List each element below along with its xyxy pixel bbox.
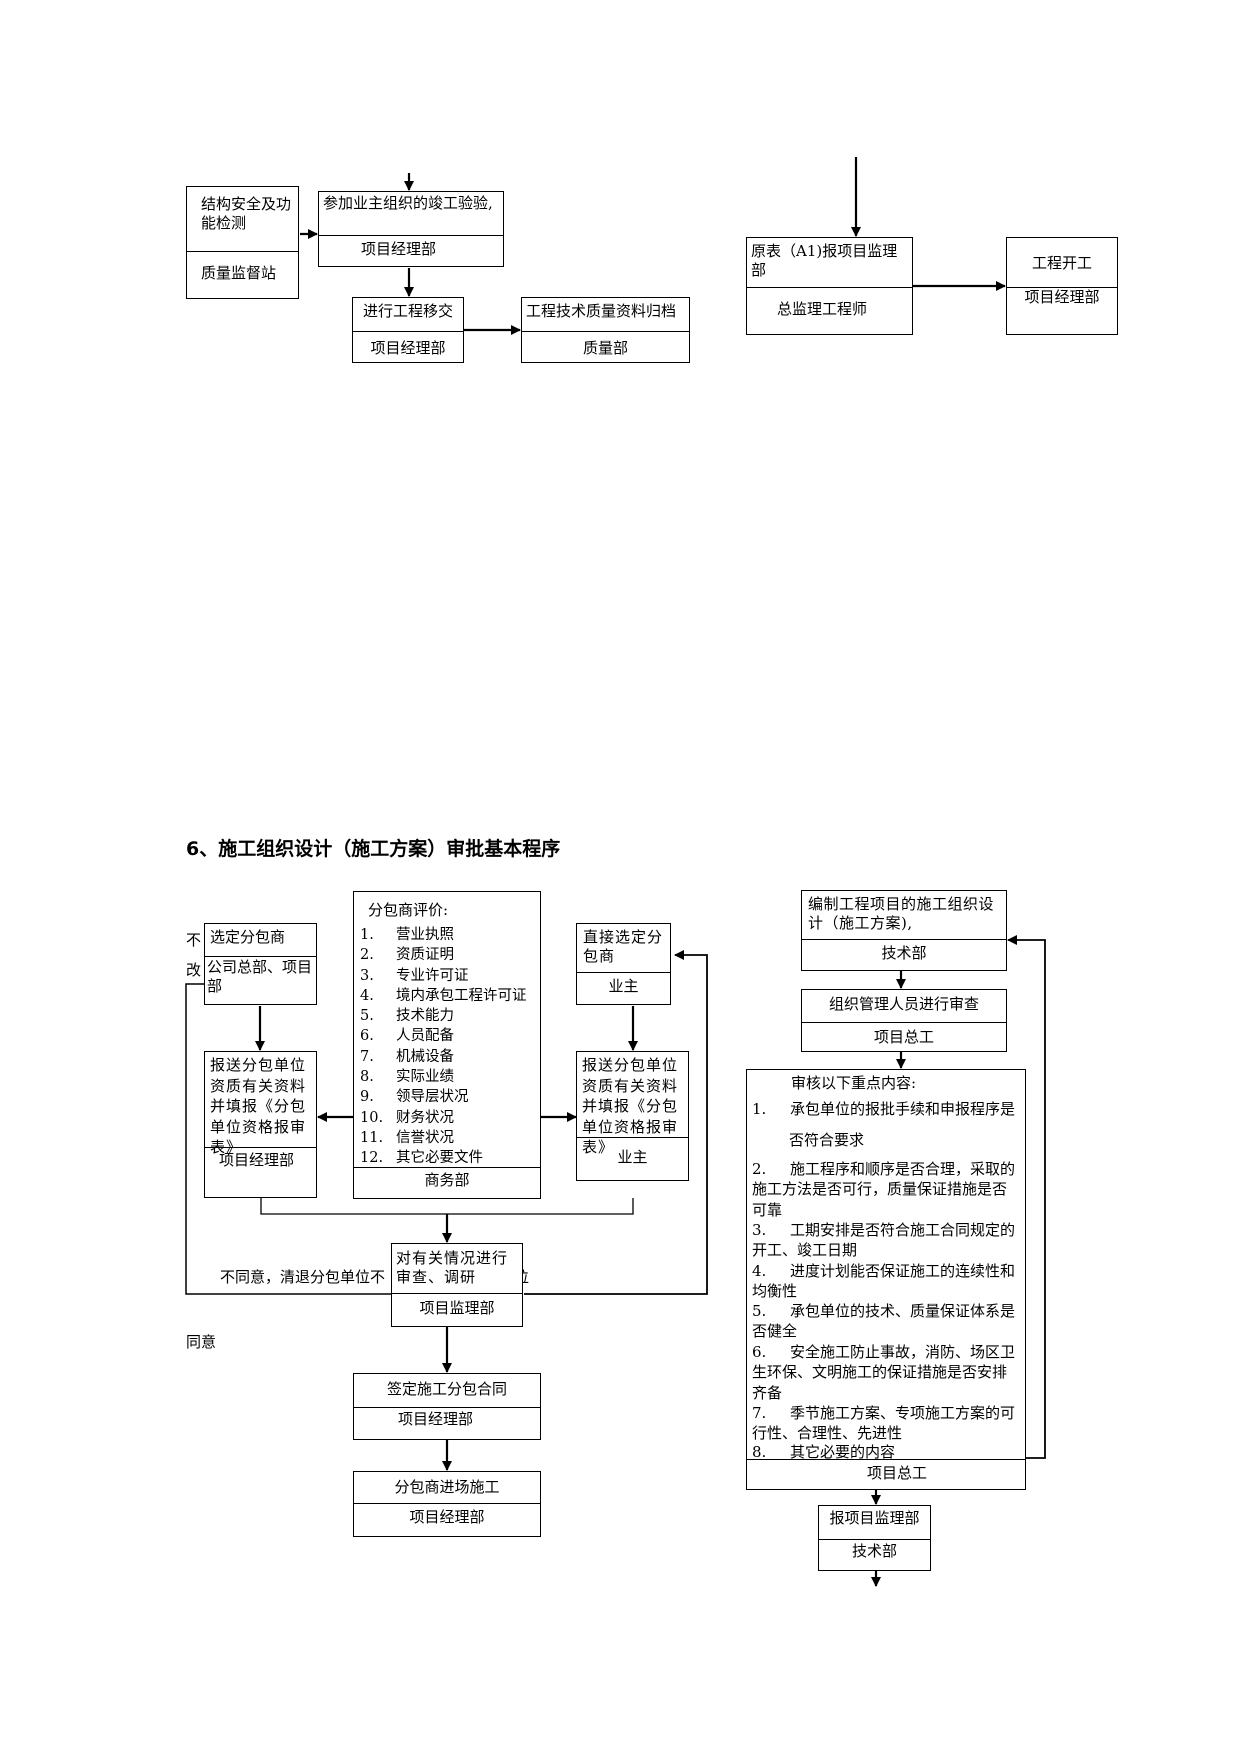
submit-left-dept: 项目经理部	[219, 1151, 295, 1169]
start-dept: 项目经理部	[1024, 288, 1100, 306]
list-item: 5.技术能力	[360, 1008, 454, 1025]
archive-dept: 质量部	[582, 339, 628, 357]
submit-right-title: 报送分包单位资质有关资料并填报《分包单位资格报审表》	[582, 1056, 679, 1156]
list-item: 9.领导层状况	[360, 1089, 469, 1106]
point-5: 5.承包单位的技术、质量保证体系是否健全	[752, 1302, 1016, 1341]
direct-sub-title: 直接选定分包商	[583, 928, 664, 965]
prepare-title: 编制工程项目的施工组织设计（施工方案),	[808, 895, 995, 932]
organize-box: 组织管理人员进行审查 项目总工	[801, 989, 1007, 1052]
report-a1-title: 原表（A1)报项目监理部	[751, 242, 898, 279]
organize-title: 组织管理人员进行审查	[828, 995, 979, 1013]
review-box: 对有关情况进行审查、调研 项目监理部	[391, 1243, 523, 1327]
handover-title: 进行工程移交	[363, 302, 454, 320]
select-sub-dept: 公司总部、项目部	[207, 958, 313, 995]
submit-left-title: 报送分包单位资质有关资料并填报《分包单位资格报审表》	[210, 1056, 307, 1156]
handover-dept: 项目经理部	[370, 339, 446, 357]
review-title: 对有关情况进行审查、调研	[396, 1249, 509, 1286]
prepare-box: 编制工程项目的施工组织设计（施工方案), 技术部	[801, 890, 1007, 971]
list-item: 7.机械设备	[360, 1048, 454, 1065]
report-supervision-box: 报项目监理部 技术部	[818, 1505, 931, 1571]
reject-note: 不同意，清退分包单位不	[220, 1268, 386, 1286]
side-note-2: 改	[186, 961, 202, 979]
feedback-line-right	[524, 950, 708, 1295]
submit-left-box: 报送分包单位资质有关资料并填报《分包单位资格报审表》 项目经理部	[204, 1051, 317, 1198]
feedback-line-left	[185, 983, 391, 1295]
section-heading: 6、施工组织设计（施工方案）审批基本程序	[186, 838, 561, 860]
review-points-box: 审核以下重点内容: 1.承包单位的报批手续和申报程序是 否符合要求 2.施工程序…	[746, 1069, 1026, 1490]
review-points-title: 审核以下重点内容:	[791, 1074, 917, 1092]
point-8: 8.其它必要的内容	[752, 1443, 896, 1461]
check-dept: 质量监督站	[201, 264, 277, 282]
evaluation-dept: 商务部	[424, 1171, 470, 1189]
archive-title: 工程技术质量资料归档	[526, 302, 677, 320]
merge-line	[260, 1198, 634, 1215]
handover-box: 进行工程移交 项目经理部	[352, 297, 464, 363]
point-1-cont: 否符合要求	[789, 1131, 865, 1149]
point-6: 6.安全施工防止事故，消防、场区卫生环保、文明施工的保证措施是否安排齐备	[752, 1343, 1016, 1402]
evaluation-list: 1.营业执照 2.资质证明 3.专业许可证 4.境内承包工程许可证 5.技术能力…	[360, 925, 527, 1169]
select-sub-box: 选定分包商 公司总部、项目部	[204, 923, 317, 1005]
list-item: 1.营业执照	[360, 927, 454, 943]
feedback-line-review	[1007, 935, 1046, 1459]
enter-site-dept: 项目经理部	[409, 1508, 485, 1526]
point-4: 4.进度计划能否保证施工的连续性和均衡性	[752, 1262, 1016, 1301]
point-7: 7.季节施工方案、专项施工方案的可行性、合理性、先进性	[752, 1404, 1016, 1443]
side-note-1: 不	[186, 931, 202, 949]
contract-title: 签定施工分包合同	[386, 1380, 507, 1398]
start-box: 工程开工 项目经理部	[1006, 237, 1118, 335]
list-item: 10.财务状况	[360, 1109, 454, 1126]
review-dept: 项目监理部	[419, 1299, 495, 1317]
report-supervision-title: 报项目监理部	[829, 1509, 920, 1527]
report-a1-dept: 总监理工程师	[777, 300, 868, 318]
submit-right-box: 报送分包单位资质有关资料并填报《分包单位资格报审表》 业主	[576, 1051, 689, 1181]
contract-dept: 项目经理部	[398, 1410, 474, 1428]
list-item: 12.其它必要文件	[360, 1150, 483, 1167]
acceptance-box: 参加业主组织的竣工验验, 项目经理部	[318, 191, 504, 267]
list-item: 2.资质证明	[360, 947, 454, 964]
direct-sub-dept: 业主	[608, 977, 639, 995]
list-item: 3.专业许可证	[360, 967, 469, 984]
list-item: 8.实际业绩	[360, 1069, 454, 1086]
list-item: 4.境内承包工程许可证	[360, 987, 527, 1004]
acceptance-title: 参加业主组织的竣工验验,	[323, 194, 493, 212]
submit-right-dept: 业主	[617, 1148, 648, 1166]
report-supervision-dept: 技术部	[851, 1542, 897, 1560]
contract-box: 签定施工分包合同 项目经理部	[353, 1373, 541, 1440]
check-title: 结构安全及功能检测	[201, 195, 292, 232]
check-box: 结构安全及功能检测 质量监督站	[186, 186, 299, 299]
point-1: 1.承包单位的报批手续和申报程序是	[752, 1100, 1016, 1118]
prepare-dept: 技术部	[881, 944, 927, 962]
organize-dept: 项目总工	[873, 1028, 934, 1046]
list-item: 11.信誉状况	[360, 1129, 454, 1146]
review-points-dept: 项目总工	[867, 1464, 928, 1482]
start-title: 工程开工	[1031, 254, 1092, 272]
select-sub-title: 选定分包商	[210, 928, 286, 946]
evaluation-box: 分包商评价: 1.营业执照 2.资质证明 3.专业许可证 4.境内承包工程许可证…	[353, 891, 541, 1199]
report-a1-box: 原表（A1)报项目监理部 总监理工程师	[746, 237, 913, 335]
list-item: 6.人员配备	[360, 1028, 454, 1045]
evaluation-title: 分包商评价:	[368, 901, 449, 919]
point-2: 2.施工程序和顺序是否合理，采取的施工方法是否可行，质量保证措施是否可靠	[752, 1160, 1016, 1219]
enter-site-title: 分包商进场施工	[394, 1478, 500, 1496]
agree-note: 同意	[186, 1333, 217, 1351]
acceptance-dept: 项目经理部	[361, 240, 437, 258]
point-3: 3.工期安排是否符合施工合同规定的开工、竣工日期	[752, 1221, 1016, 1260]
enter-site-box: 分包商进场施工 项目经理部	[353, 1471, 541, 1537]
archive-box: 工程技术质量资料归档 质量部	[521, 297, 690, 363]
direct-sub-box: 直接选定分包商 业主	[576, 923, 671, 1005]
